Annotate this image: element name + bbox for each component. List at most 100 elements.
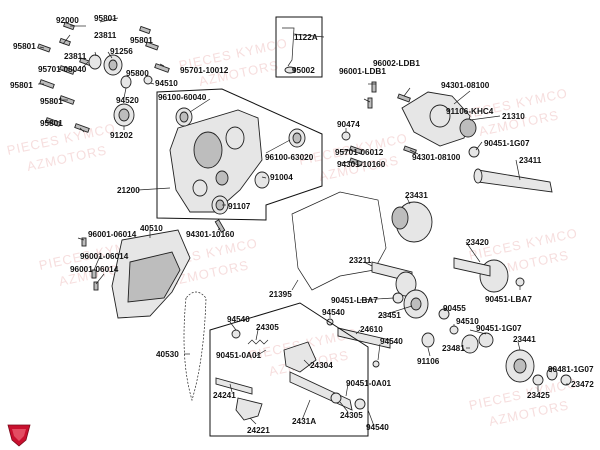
part-label: 91106 [417,357,440,366]
part-label: 96001-06014 [70,265,119,274]
shift-fork-part [235,397,263,421]
chain-part [183,291,207,402]
bolt-part [154,63,170,73]
washer-part [354,398,366,410]
part-label: 91004 [270,173,293,182]
part-label: 91202 [110,131,133,140]
part-label: 40530 [156,350,179,359]
part-label: 23431 [405,191,428,200]
part-label: 90451-0A01 [216,351,262,360]
bolt-part [349,145,363,155]
pin-part [371,81,377,93]
part-label: 96001-LDB1 [339,67,386,76]
bearing-part [421,332,435,348]
bearing-part [179,111,189,123]
part-label: 1122A [294,33,318,42]
part-label: 24241 [213,391,236,400]
part-label: 95801 [40,97,63,106]
bearing-part [254,171,270,189]
part-label: 91107 [228,202,251,211]
part-label: 24304 [310,361,333,370]
spring-part [247,339,269,345]
washer-part [143,75,153,85]
part-label: 94540 [227,315,250,324]
part-label: 95801 [10,81,33,90]
part-label: 23211 [349,256,372,265]
part-label: 96100-60040 [158,93,207,102]
part-label: 90451-0A01 [346,379,392,388]
part-label: 94510 [456,317,479,326]
group-frames [156,16,369,437]
part-label: 23811 [64,52,87,61]
washer-part [438,308,450,320]
part-label: 95801 [40,119,63,128]
part-label: 96002-LDB1 [373,59,420,68]
part-label: 40510 [140,224,163,233]
part-label: 94301-08100 [412,153,461,162]
bolt-part [349,157,363,167]
leader-lines [38,17,568,427]
pin-part [215,377,253,395]
part-label: 23472 [571,380,594,389]
part-label: 23811 [94,31,117,40]
part-label: 90451-LBA7 [331,296,378,305]
bearing-part [88,54,123,76]
washer-part [330,392,342,404]
part-label: 90451-1G07 [484,139,530,148]
pin-part [93,281,99,291]
gasket-part [291,191,387,291]
part-label: 95002 [292,66,315,75]
washer-part [515,277,525,287]
gear-part [505,349,535,383]
part-label: 24610 [360,325,383,334]
bolt-part [214,219,226,233]
washer-part [532,374,544,386]
part-label: 2431A [292,417,316,426]
part-label: 24305 [256,323,279,332]
part-label: 23425 [527,391,550,400]
shaft-part [371,261,417,297]
part-drawings [37,21,572,421]
part-label: 21200 [117,186,140,195]
cover-part [111,229,191,319]
part-label: 90474 [337,120,360,129]
washer-part [449,325,459,335]
pin-part [367,97,373,109]
part-label: 92000 [56,16,79,25]
part-label: 94301-10160 [337,160,386,169]
part-label: 94301-10160 [186,230,235,239]
part-label: 95701-10012 [180,66,229,75]
bolt-part [397,93,411,103]
part-label: 95701-06012 [335,148,384,157]
part-label: 21310 [502,112,525,121]
transmission-case-part [169,109,263,213]
part-label: 90451-LBA7 [485,295,532,304]
part-label: 91256 [110,47,133,56]
part-label: 96001-06014 [80,252,129,261]
frame-case [156,88,323,221]
part-label: 23420 [466,238,489,247]
pin-part [81,237,87,247]
part-label: 95801 [13,42,36,51]
part-label: 23411 [519,156,542,165]
washer-part [392,292,404,304]
part-label: 90451-1G07 [476,324,522,333]
bearing-part [292,132,302,144]
gear-part [391,201,433,243]
gear-part [461,334,479,354]
part-label: 91106-KHC4 [446,107,494,116]
part-label: 90481-1G07 [548,365,594,374]
clip-part [372,360,380,368]
brand-logo [7,424,31,447]
washer-part [478,332,494,348]
washer-part [560,374,572,386]
part-label: 23441 [513,335,536,344]
part-label: 96100-63020 [265,153,314,162]
part-label: 94520 [116,96,139,105]
part-label: 23451 [378,311,401,320]
bolt-part [37,21,159,133]
gear-part [453,257,509,293]
washer-part [231,329,241,339]
part-label: 94510 [155,79,178,88]
